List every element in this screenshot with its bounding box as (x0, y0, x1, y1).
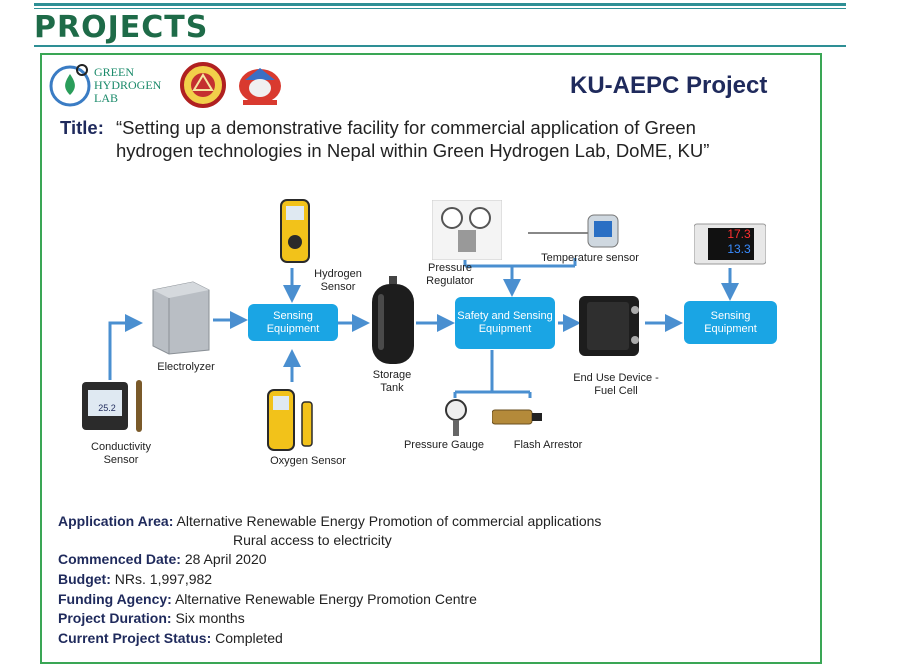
sensing-equipment-right-label: Sensing Equipment (704, 309, 757, 335)
conductivity-sensor-label: Conductivity Sensor (91, 441, 151, 466)
application-area-label: Application Area: (58, 513, 174, 529)
project-title-block: Title: “Setting up a demonstrative facil… (60, 116, 780, 161)
application-area-value-2: Rural access to electricity (233, 532, 392, 548)
meter-reading: 25.2 (98, 403, 116, 413)
pressure-regulator-label: Pressure Regulator (426, 262, 474, 287)
status-label: Current Project Status: (58, 630, 212, 646)
storage-tank-label: Storage Tank (372, 369, 412, 394)
display-reading-top: 17.3 (727, 227, 751, 241)
digital-display-icon (694, 223, 766, 265)
green-hydrogen-lab-logo-icon (49, 64, 91, 107)
temperature-sensor-label: Temperature sensor (541, 252, 639, 264)
funding-row: Funding Agency: Alternative Renewable En… (58, 590, 477, 609)
status-value: Completed (215, 630, 283, 646)
storage-tank-icon (372, 276, 414, 364)
duration-value: Six months (175, 610, 245, 626)
fuel-cell-icon (579, 296, 639, 356)
logo-text: GREEN HYDROGEN LAB (94, 66, 161, 105)
budget-label: Budget: (58, 571, 111, 587)
flash-arrestor-label: Flash Arrestor (513, 439, 583, 451)
pressure-gauge-icon (445, 399, 467, 436)
application-area-row-2: Rural access to electricity (233, 531, 392, 550)
application-area-row: Application Area: Alternative Renewable … (58, 512, 601, 531)
university-seal-icon (180, 62, 226, 108)
duration-label: Project Duration: (58, 610, 172, 626)
application-area-value: Alternative Renewable Energy Promotion o… (176, 513, 602, 529)
project-card (40, 53, 822, 664)
flash-arrestor-icon (492, 409, 542, 425)
title-label: Title: (60, 117, 104, 138)
commenced-label: Commenced Date: (58, 551, 181, 567)
conductivity-meter-icon (82, 380, 142, 432)
sensing-equipment-left-box: Sensing Equipment (248, 304, 338, 341)
logo-line-1: GREEN (94, 65, 134, 79)
end-use-device-label: End Use Device -Fuel Cell (573, 372, 659, 397)
top-rule-thick (34, 3, 846, 6)
pressure-regulator-icon (432, 200, 502, 260)
title-text: “Setting up a demonstrative facility for… (116, 117, 710, 161)
hydrogen-sensor-icon (280, 199, 310, 263)
logo-line-2: HYDROGEN (94, 78, 162, 92)
commenced-value: 28 April 2020 (184, 551, 267, 567)
government-emblem-icon (239, 68, 281, 105)
oxygen-sensor-label: Oxygen Sensor (270, 455, 346, 467)
top-rule-thin (34, 8, 846, 9)
electrolyzer-icon (152, 281, 210, 355)
duration-row: Project Duration: Six months (58, 609, 245, 628)
budget-value: NRs. 1,997,982 (114, 571, 213, 587)
display-reading-bottom: 13.3 (727, 242, 751, 256)
temperature-sensor-icon (528, 214, 619, 248)
commenced-row: Commenced Date: 28 April 2020 (58, 550, 267, 569)
status-row: Current Project Status: Completed (58, 629, 283, 648)
sensing-equipment-left-label: Sensing Equipment (266, 309, 320, 335)
page-heading: PROJECTS (34, 10, 209, 45)
budget-row: Budget: NRs. 1,997,982 (58, 570, 212, 589)
hydrogen-sensor-label: Hydrogen Sensor (314, 268, 362, 293)
funding-label: Funding Agency: (58, 591, 172, 607)
project-title: KU-AEPC Project (570, 72, 768, 99)
oxygen-sensor-icon (267, 389, 313, 451)
safety-sensing-box: Safety and Sensing Equipment (455, 297, 555, 349)
safety-sensing-label: Safety and Sensing Equipment (457, 310, 553, 335)
pressure-gauge-label: Pressure Gauge (403, 439, 485, 451)
logo-line-3: LAB (94, 91, 118, 105)
funding-value: Alternative Renewable Energy Promotion C… (174, 591, 477, 607)
sensing-equipment-right-box: Sensing Equipment (684, 301, 777, 344)
heading-underline (34, 45, 846, 47)
electrolyzer-label: Electrolyzer (157, 361, 215, 373)
